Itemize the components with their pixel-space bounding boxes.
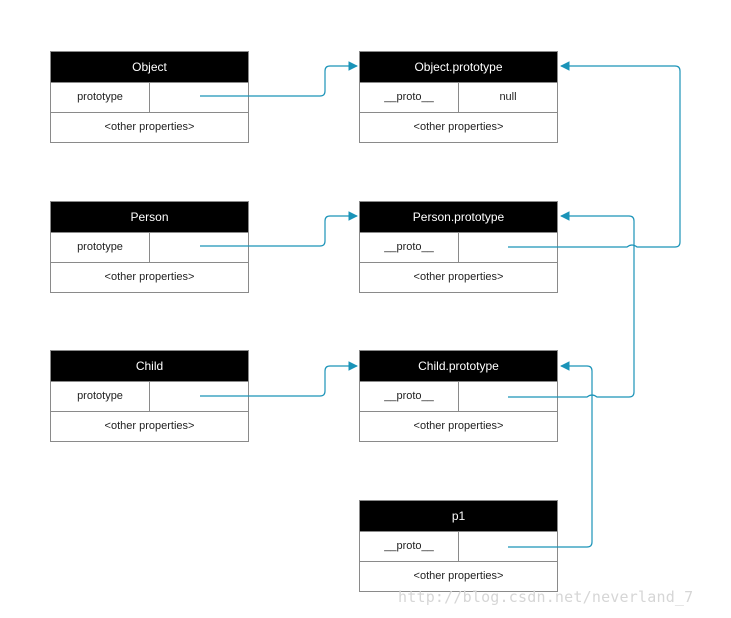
person-title: Person [51,202,248,232]
person-prototype-other-properties: <other properties> [413,271,504,283]
object-box: Object prototype <other properties> [50,51,249,143]
p1-proto-row: __proto__ [360,531,557,561]
object-prototype-row: prototype [51,82,248,112]
child-prototype-row: prototype [51,381,248,411]
p1-title: p1 [360,501,557,531]
object-title: Object [51,52,248,82]
child-to-child-prototype-arrow [200,361,358,397]
child-prototype-key: prototype [51,382,150,411]
object-prototype-proto-value: null [499,91,517,103]
p1-proto-key: __proto__ [360,532,459,561]
object-prototype-key: prototype [51,83,150,112]
child-prototype-other-properties: <other properties> [413,420,504,432]
person-other-properties: <other properties> [104,271,195,283]
child-other-properties: <other properties> [104,420,195,432]
child-title: Child [51,351,248,381]
person-prototype-proto-key: __proto__ [360,233,459,262]
child-prototype-proto-to-person-prototype-arrow [508,211,635,398]
object-prototype-title: Object.prototype [360,52,557,82]
child-prototype-box: Child.prototype __proto__ <other propert… [359,350,558,442]
child-prototype-proto-row: __proto__ [360,381,557,411]
watermark: http://blog.csdn.net/neverland_7 [398,588,694,606]
p1-other-row: <other properties> [360,561,557,591]
object-prototype-other-row: <other properties> [360,112,557,142]
object-prototype-proto-key: __proto__ [360,83,459,112]
p1-other-properties: <other properties> [413,570,504,582]
child-other-row: <other properties> [51,411,248,441]
object-prototype-box: Object.prototype __proto__ null <other p… [359,51,558,143]
person-box: Person prototype <other properties> [50,201,249,293]
p1-proto-to-child-prototype-arrow [508,361,593,548]
person-prototype-key: prototype [51,233,150,262]
child-prototype-title: Child.prototype [360,351,557,381]
child-prototype-proto-key: __proto__ [360,382,459,411]
p1-box: p1 __proto__ <other properties> [359,500,558,592]
person-prototype-other-row: <other properties> [360,262,557,292]
object-prototype-proto-row: __proto__ null [360,82,557,112]
child-prototype-other-row: <other properties> [360,411,557,441]
object-other-row: <other properties> [51,112,248,142]
person-prototype-proto-row: __proto__ [360,232,557,262]
person-prototype-row: prototype [51,232,248,262]
object-prototype-other-properties: <other properties> [413,121,504,133]
person-prototype-title: Person.prototype [360,202,557,232]
person-to-person-prototype-arrow [200,211,358,247]
person-prototype-proto-to-object-prototype-arrow [508,61,681,248]
object-to-object-prototype-arrow [200,61,358,97]
object-other-properties: <other properties> [104,121,195,133]
child-box: Child prototype <other properties> [50,350,249,442]
person-other-row: <other properties> [51,262,248,292]
